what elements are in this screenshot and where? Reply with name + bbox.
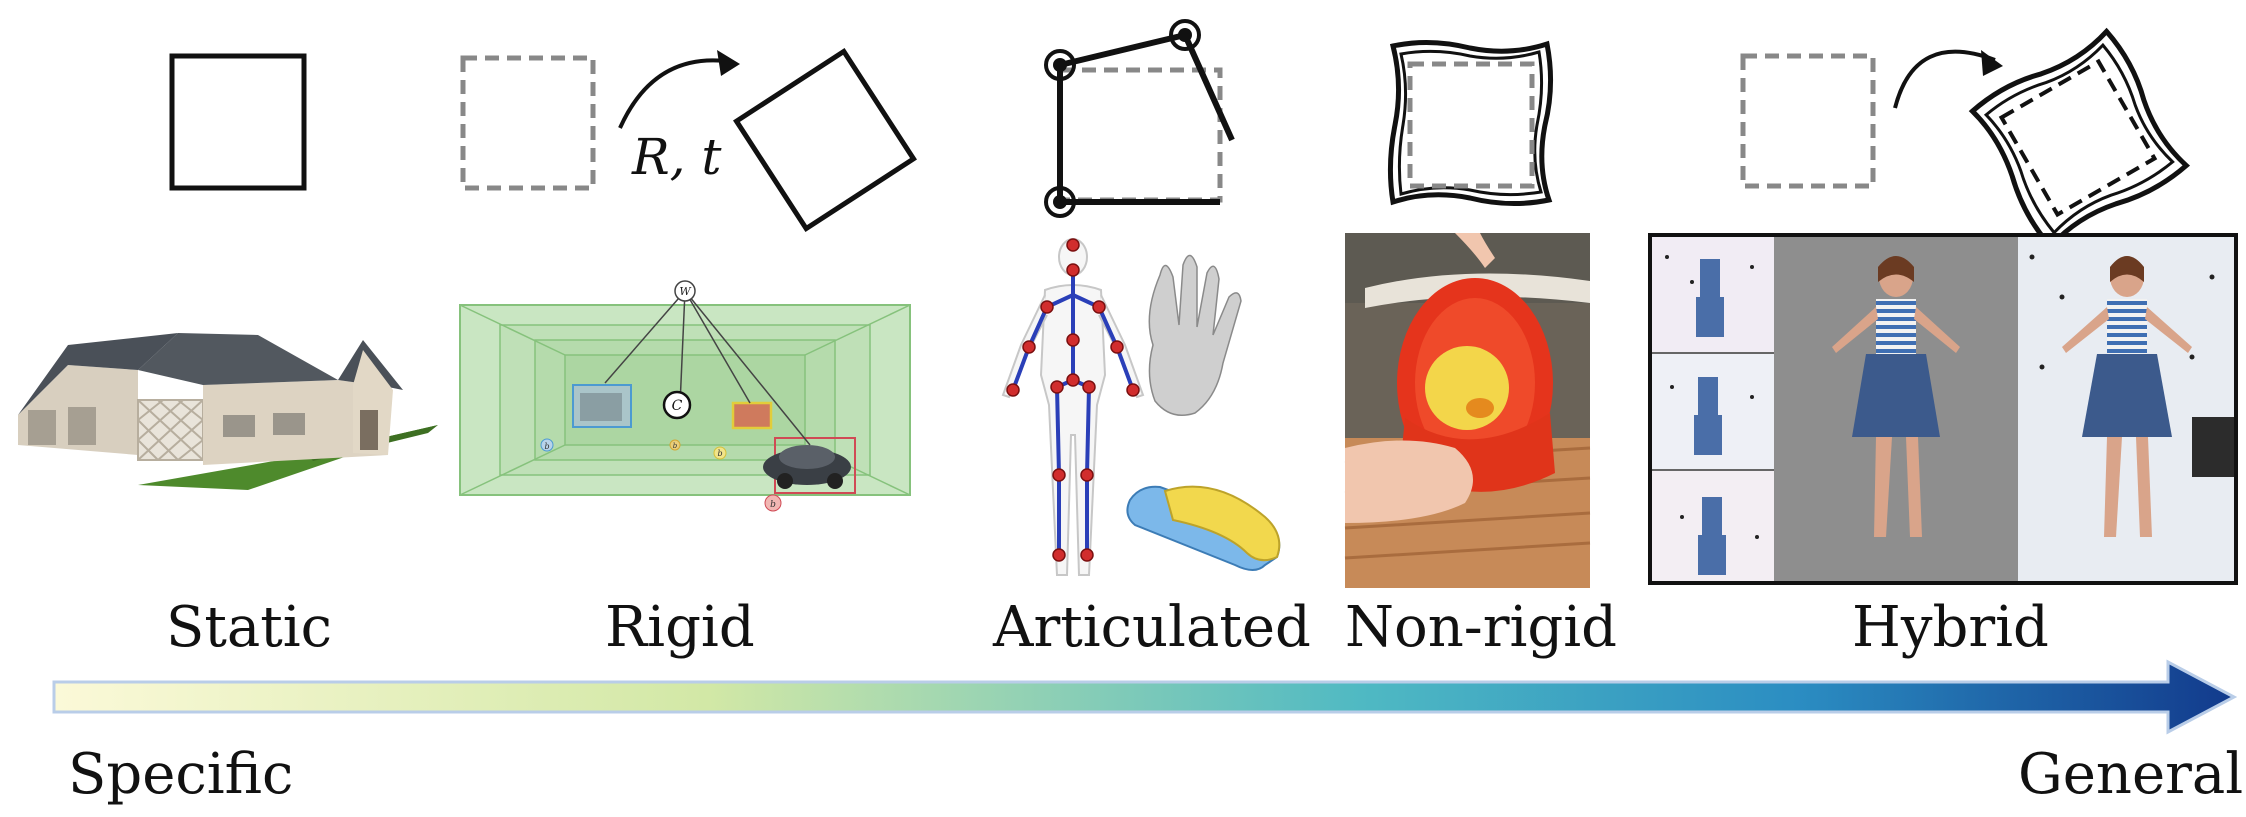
non-rigid-wavy-inner bbox=[1397, 49, 1544, 197]
hybrid-wavy-inner bbox=[1983, 42, 2175, 235]
rigid-scene-image: W C b b b b bbox=[459, 280, 911, 512]
non-rigid-photo bbox=[1344, 233, 1591, 588]
category-label-rigid: Rigid bbox=[605, 595, 755, 660]
rigid-dashed-square bbox=[460, 55, 596, 191]
hybrid-person-figure bbox=[1832, 256, 1960, 537]
rigid-transform-label: R, t bbox=[632, 128, 722, 186]
articulated-examples-image bbox=[1001, 238, 1281, 576]
non-rigid-dashed-square bbox=[1407, 61, 1535, 189]
hybrid-motion-arrow bbox=[1893, 49, 1996, 109]
articulated-link bbox=[1182, 33, 1235, 142]
hybrid-composite-image bbox=[1648, 233, 2238, 585]
non-rigid-shape-diagram bbox=[1387, 39, 1554, 207]
rigid-object-label: b bbox=[673, 442, 678, 450]
category-label-hybrid: Hybrid bbox=[1852, 595, 2049, 660]
hybrid-dashed-square bbox=[1740, 53, 1876, 189]
arrowhead-icon bbox=[1981, 50, 2003, 76]
articulated-shape-diagram bbox=[1044, 19, 1235, 218]
axis-start-label: Specific bbox=[68, 742, 294, 807]
category-label-static: Static bbox=[166, 595, 333, 660]
eraser-object bbox=[1126, 485, 1281, 571]
joint-icon bbox=[1169, 19, 1201, 51]
hybrid-shape-diagram bbox=[1740, 27, 2191, 251]
rigid-motion-arrow bbox=[618, 58, 734, 129]
rigid-object-label: b bbox=[770, 500, 776, 510]
static-shape-diagram bbox=[169, 53, 307, 191]
articulated-dashed-square bbox=[1057, 67, 1223, 203]
joint-icon bbox=[1044, 49, 1076, 81]
rigid-shape-diagram bbox=[460, 48, 917, 232]
joint-icon bbox=[1044, 186, 1076, 218]
hybrid-wavy-outer bbox=[1968, 27, 2191, 251]
rigid-camera-label: C bbox=[672, 398, 683, 414]
static-house-image bbox=[18, 333, 438, 490]
axis-arrow-body bbox=[52, 659, 2238, 735]
articulated-link bbox=[1059, 32, 1186, 68]
arrowhead-icon bbox=[717, 50, 740, 76]
category-label-non-rigid: Non-rigid bbox=[1345, 595, 1617, 660]
hand-mesh bbox=[1148, 254, 1242, 416]
axis-end-label: General bbox=[2018, 742, 2244, 807]
hybrid-inner-dashed bbox=[1998, 58, 2158, 218]
static-square bbox=[169, 53, 307, 191]
non-rigid-wavy-outer bbox=[1387, 39, 1554, 207]
rigid-world-label: W bbox=[679, 285, 692, 298]
rigid-rotated-square bbox=[733, 48, 917, 232]
category-label-articulated: Articulated bbox=[993, 595, 1311, 660]
rigid-object-label: b bbox=[544, 442, 549, 451]
rigid-object-label: b bbox=[717, 449, 722, 458]
specificity-gradient-arrow bbox=[52, 659, 2238, 735]
